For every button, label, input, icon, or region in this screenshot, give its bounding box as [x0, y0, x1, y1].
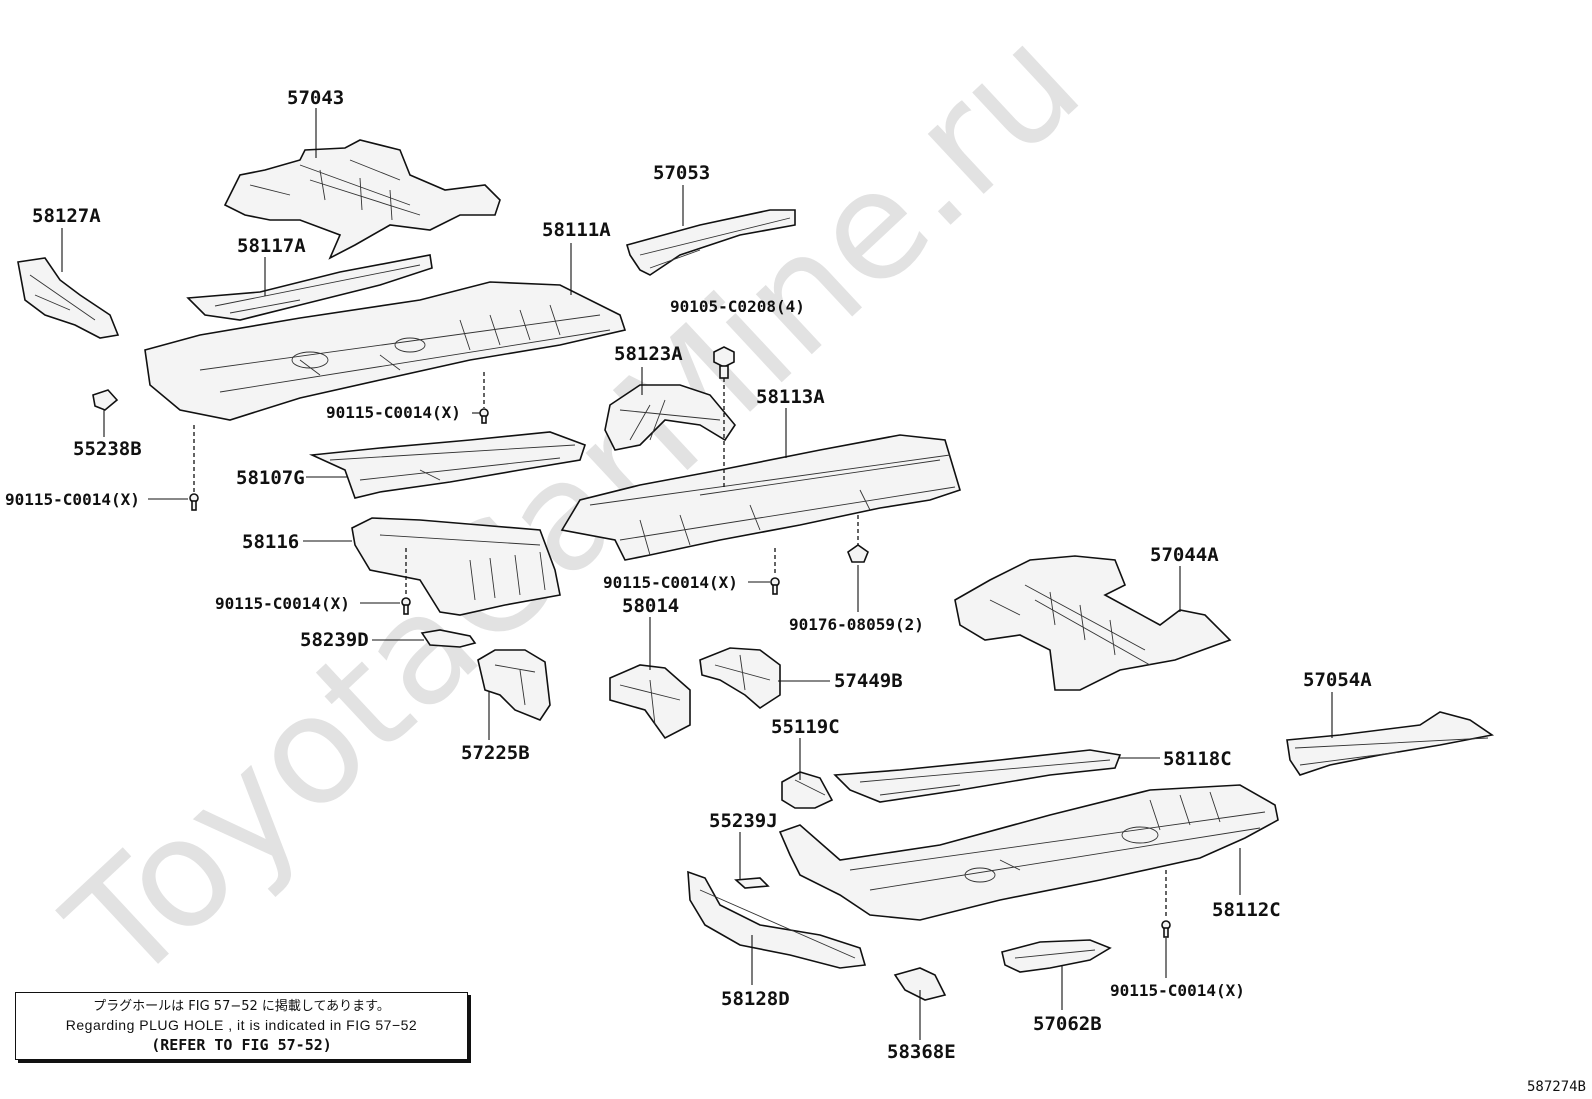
- label-55238B: 55238B: [73, 438, 142, 460]
- label-58127A: 58127A: [32, 205, 101, 227]
- part-58112C-shape: [778, 784, 1279, 921]
- part-90176-shape: [847, 544, 869, 563]
- part-57225B-shape: [477, 649, 551, 721]
- label-58117A: 58117A: [237, 235, 306, 257]
- installation-lines: [193, 372, 1167, 918]
- part-58014-shape: [609, 664, 691, 740]
- label-90115-C0014-e: 90115-C0014(X): [1110, 981, 1245, 1000]
- label-90115-C0014-d: 90115-C0014(X): [603, 573, 738, 592]
- label-57449B: 57449B: [834, 670, 903, 692]
- label-57225B: 57225B: [461, 742, 530, 764]
- label-90115-C0014-c: 90115-C0014(X): [215, 594, 350, 613]
- part-55239J-shape: [734, 877, 770, 889]
- part-58239D-shape: [420, 629, 477, 648]
- part-58368E-shape: [893, 967, 947, 1001]
- label-58128D: 58128D: [721, 988, 790, 1010]
- screw-icons: [189, 408, 1171, 938]
- part-58127A-shape: [17, 257, 120, 339]
- part-57053-shape: [625, 209, 796, 276]
- leader-lines: [61, 108, 1333, 1040]
- part-58118C-shape: [833, 749, 1122, 803]
- note-refer-text: (REFER TO FIG 57-52): [151, 1036, 332, 1054]
- part-57044A-shape: [954, 555, 1232, 691]
- note-english-text: Regarding PLUG HOLE , it is indicated in…: [65, 1017, 418, 1033]
- part-55119C-shape: [781, 771, 834, 809]
- label-58118C: 58118C: [1163, 748, 1232, 770]
- part-58123A-shape: [604, 384, 736, 451]
- label-55119C: 55119C: [771, 716, 840, 738]
- part-58107G-shape: [308, 431, 587, 499]
- label-58116: 58116: [242, 531, 299, 553]
- label-57043: 57043: [287, 87, 344, 109]
- part-55238B-shape: [92, 389, 119, 411]
- screw-icon: [1161, 920, 1171, 938]
- figure-code: 587274B: [1526, 1079, 1586, 1095]
- part-labels: 57043 57053 58127A 58117A 58111A 90105-C…: [5, 87, 1372, 1063]
- label-58123A: 58123A: [614, 343, 683, 365]
- part-58117A-shape: [186, 254, 433, 321]
- label-90176-08059: 90176-08059(2): [789, 615, 924, 634]
- part-57062B-shape: [1001, 939, 1112, 973]
- part-57043-shape: [223, 139, 501, 260]
- part-58111A-shape: [144, 281, 627, 421]
- part-58113A-shape: [560, 434, 961, 561]
- label-58111A: 58111A: [542, 219, 611, 241]
- label-57053: 57053: [653, 162, 710, 184]
- label-58368E: 58368E: [887, 1041, 956, 1063]
- label-58239D: 58239D: [300, 629, 369, 651]
- screw-icon: [401, 597, 411, 615]
- label-90115-C0014-a: 90115-C0014(X): [326, 403, 461, 422]
- reference-note-box: プラグホールは FIG 57−52 に掲載してあります。 Regarding P…: [15, 992, 468, 1060]
- label-58107G: 58107G: [236, 467, 305, 489]
- part-58128D-shape: [687, 870, 867, 969]
- part-57054A-shape: [1286, 711, 1495, 776]
- label-57062B: 57062B: [1033, 1013, 1102, 1035]
- part-57449B-shape: [699, 647, 781, 709]
- screw-icon: [770, 577, 780, 595]
- label-57044A: 57044A: [1150, 544, 1219, 566]
- label-90115-C0014-b: 90115-C0014(X): [5, 490, 140, 509]
- label-57054A: 57054A: [1303, 669, 1372, 691]
- note-japanese-text: プラグホールは FIG 57−52 に掲載してあります。: [93, 999, 390, 1014]
- label-58113A: 58113A: [756, 386, 825, 408]
- label-58014: 58014: [622, 595, 679, 617]
- part-58116-shape: [351, 517, 561, 616]
- screw-icon: [479, 408, 489, 424]
- label-58112C: 58112C: [1212, 899, 1281, 921]
- label-55239J: 55239J: [709, 810, 778, 832]
- label-90105-C0208: 90105-C0208(4): [670, 297, 805, 316]
- screw-icon: [189, 493, 199, 511]
